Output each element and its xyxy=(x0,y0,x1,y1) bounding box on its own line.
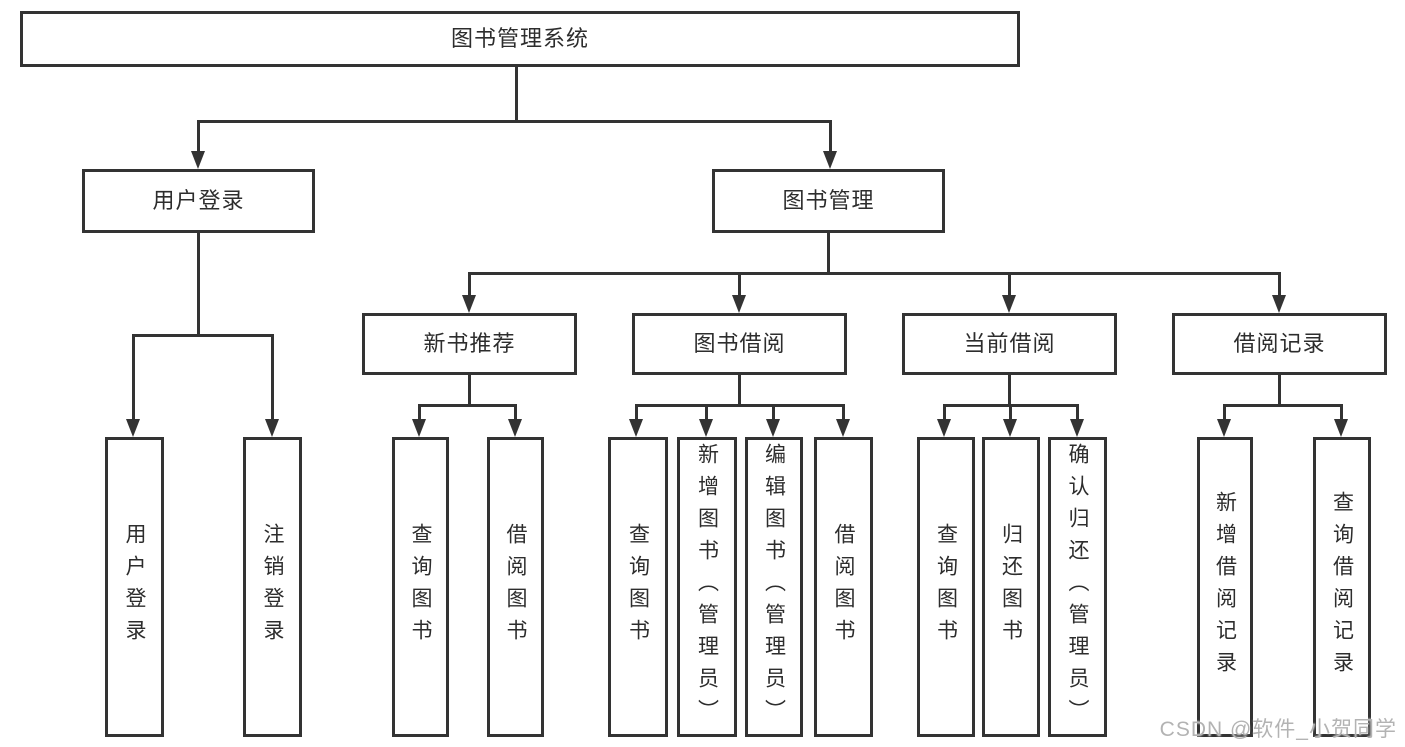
arrowhead-down-icon xyxy=(823,151,837,169)
node-user-login: 用户登录 xyxy=(82,169,315,233)
node-label: 新增图书（管理员） xyxy=(695,443,719,731)
leaf-add-borrow-record: 新增借阅记录 xyxy=(1197,437,1253,737)
line-segment xyxy=(1008,375,1011,407)
node-label: 借阅图书 xyxy=(832,523,855,651)
arrowhead-down-icon xyxy=(1272,295,1286,313)
line-segment xyxy=(271,334,274,419)
line-segment xyxy=(468,272,471,296)
node-label: 查询图书 xyxy=(934,523,958,651)
line-segment xyxy=(1278,375,1281,407)
node-label: 用户登录 xyxy=(152,188,245,213)
node-label: 查询图书 xyxy=(626,523,650,651)
line-segment xyxy=(1008,272,1011,296)
leaf-return-books: 归还图书 xyxy=(982,437,1040,737)
node-label: 图书管理系统 xyxy=(450,26,589,51)
line-segment xyxy=(705,404,708,419)
node-label: 注销登录 xyxy=(261,523,284,651)
line-segment xyxy=(418,404,421,419)
line-segment xyxy=(1009,404,1012,419)
line-segment xyxy=(842,404,845,419)
node-label: 图书管理 xyxy=(782,188,875,213)
arrowhead-down-icon xyxy=(191,151,205,169)
leaf-add-books-admin: 新增图书（管理员） xyxy=(677,437,737,737)
line-segment xyxy=(132,334,135,419)
line-segment xyxy=(197,233,200,337)
arrowhead-down-icon xyxy=(1334,419,1348,437)
line-segment xyxy=(738,272,741,296)
arrowhead-down-icon xyxy=(1217,419,1231,437)
arrowhead-down-icon xyxy=(766,419,780,437)
node-label: 用户登录 xyxy=(123,523,146,651)
line-segment xyxy=(1278,272,1281,296)
line-segment xyxy=(1340,404,1343,419)
node-book-management: 图书管理 xyxy=(712,169,945,233)
line-segment xyxy=(829,120,832,152)
line-segment xyxy=(132,334,274,337)
node-book-borrowing: 图书借阅 xyxy=(632,313,847,375)
node-root: 图书管理系统 xyxy=(20,11,1020,67)
leaf-recommend-query-books: 查询图书 xyxy=(392,437,449,737)
arrowhead-down-icon xyxy=(937,419,951,437)
line-segment xyxy=(827,233,830,275)
arrowhead-down-icon xyxy=(508,419,522,437)
arrowhead-down-icon xyxy=(1002,295,1016,313)
node-label: 借阅图书 xyxy=(504,523,527,651)
line-segment xyxy=(468,272,1281,275)
arrowhead-down-icon xyxy=(732,295,746,313)
line-segment xyxy=(197,120,200,152)
node-label: 当前借阅 xyxy=(963,331,1056,356)
arrowhead-down-icon xyxy=(1003,419,1017,437)
leaf-confirm-return-admin: 确认归还（管理员） xyxy=(1048,437,1107,737)
arrowhead-down-icon xyxy=(126,419,140,437)
leaf-recommend-borrow-books: 借阅图书 xyxy=(487,437,544,737)
node-label: 借阅记录 xyxy=(1233,331,1326,356)
csdn-watermark: CSDN @软件_小贺同学 xyxy=(1159,718,1397,741)
arrowhead-down-icon xyxy=(265,419,279,437)
line-segment xyxy=(1076,404,1079,419)
leaf-edit-books-admin: 编辑图书（管理员） xyxy=(745,437,803,737)
node-label: 归还图书 xyxy=(999,523,1023,651)
leaf-user-login: 用户登录 xyxy=(105,437,164,737)
line-segment xyxy=(468,375,471,407)
line-segment xyxy=(197,120,832,123)
node-label: 新增借阅记录 xyxy=(1213,491,1237,683)
node-label: 新书推荐 xyxy=(423,331,516,356)
arrowhead-down-icon xyxy=(699,419,713,437)
arrowhead-down-icon xyxy=(412,419,426,437)
line-segment xyxy=(635,404,845,407)
arrowhead-down-icon xyxy=(629,419,643,437)
line-segment xyxy=(514,404,517,419)
node-new-book-recommend: 新书推荐 xyxy=(362,313,577,375)
line-segment xyxy=(1223,404,1226,419)
node-label: 图书借阅 xyxy=(693,331,786,356)
line-segment xyxy=(738,375,741,407)
line-segment xyxy=(515,67,518,121)
line-segment xyxy=(418,404,517,407)
arrowhead-down-icon xyxy=(1070,419,1084,437)
node-label: 确认归还（管理员） xyxy=(1066,443,1089,731)
leaf-borrow-books: 借阅图书 xyxy=(814,437,873,737)
line-segment xyxy=(1223,404,1343,407)
leaf-logout: 注销登录 xyxy=(243,437,302,737)
node-label: 查询借阅记录 xyxy=(1330,491,1354,683)
arrowhead-down-icon xyxy=(836,419,850,437)
leaf-current-query-books: 查询图书 xyxy=(917,437,975,737)
line-segment xyxy=(943,404,946,419)
line-segment xyxy=(772,404,775,419)
leaf-query-borrow-record: 查询借阅记录 xyxy=(1313,437,1371,737)
node-borrowing-records: 借阅记录 xyxy=(1172,313,1387,375)
arrowhead-down-icon xyxy=(462,295,476,313)
node-current-borrowing: 当前借阅 xyxy=(902,313,1117,375)
leaf-borrowing-query-books: 查询图书 xyxy=(608,437,668,737)
node-label: 编辑图书（管理员） xyxy=(762,443,786,731)
line-segment xyxy=(635,404,638,419)
node-label: 查询图书 xyxy=(409,523,432,651)
